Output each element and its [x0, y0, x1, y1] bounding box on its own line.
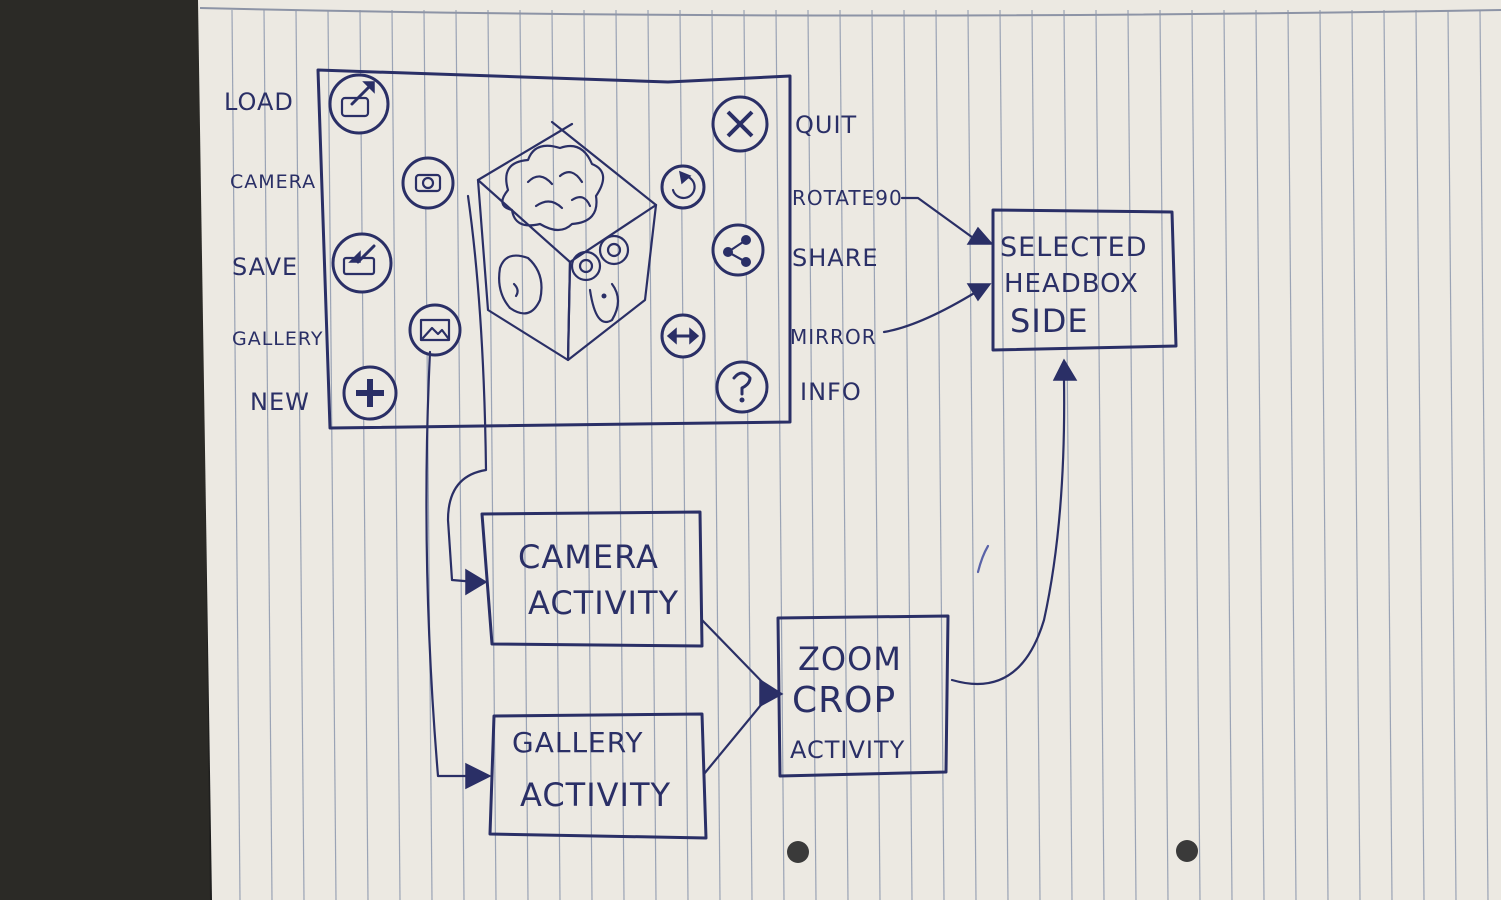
camera-activity-line-1: CAMERA — [518, 538, 659, 576]
ruled-line — [1191, 9, 1201, 900]
mirror-icon[interactable] — [660, 313, 706, 359]
ruled-line — [391, 9, 401, 900]
connector-camera-to-camera-activity — [446, 194, 488, 584]
ruled-line — [1095, 9, 1105, 900]
selected-side-line-2: HEADBOX — [1004, 269, 1139, 299]
ruled-line — [487, 9, 497, 900]
ruled-line — [1479, 9, 1489, 900]
pen-stroke-mark — [976, 544, 990, 574]
ruled-line — [1319, 9, 1329, 900]
ruled-line — [935, 9, 945, 900]
ruled-line — [1351, 9, 1361, 900]
app-screen-mockup — [316, 68, 792, 430]
info-icon[interactable] — [715, 360, 769, 414]
ruled-line — [1127, 9, 1137, 900]
label-mirror: MIRROR — [790, 325, 877, 349]
gallery-activity-line-2: ACTIVITY — [520, 776, 671, 814]
connector-gallery-to-gallery-activity — [425, 350, 478, 778]
ruled-line — [1415, 9, 1425, 900]
ruled-line — [327, 9, 337, 900]
ruled-line — [295, 9, 305, 900]
ruled-line — [967, 9, 977, 900]
ruled-lines — [231, 9, 1489, 900]
label-share: SHARE — [792, 244, 879, 272]
camera-activity-box: CAMERA ACTIVITY — [480, 510, 704, 648]
ruled-line — [583, 9, 593, 900]
selected-side-line-1: SELECTED — [1000, 232, 1148, 263]
ruled-line — [807, 9, 817, 900]
ruled-line — [1063, 9, 1073, 900]
ruled-line — [359, 9, 369, 900]
connector-rotate-to-selected-side — [900, 196, 978, 242]
arrowhead — [966, 226, 994, 245]
label-info: INFO — [800, 378, 862, 406]
ruled-line — [1031, 9, 1041, 900]
zoom-crop-line-1: ZOOM — [798, 640, 902, 678]
ruled-line — [679, 9, 689, 900]
save-icon[interactable] — [331, 232, 393, 294]
ruled-line — [263, 9, 273, 900]
ruled-line — [551, 9, 561, 900]
punch-hole — [1176, 840, 1198, 862]
arrowhead — [1052, 358, 1078, 381]
ruled-line — [647, 9, 657, 900]
ruled-line — [615, 9, 625, 900]
ruled-line — [1447, 9, 1457, 900]
gallery-activity-box: GALLERY ACTIVITY — [488, 712, 708, 840]
label-gallery: GALLERY — [232, 328, 324, 350]
zoom-crop-activity-box: ZOOM CROP ACTIVITY — [776, 614, 950, 778]
connector-gallery-activity-to-zoom — [702, 692, 772, 776]
arrowhead — [465, 762, 492, 790]
headbox-cube-drawing — [476, 120, 658, 362]
ruled-line — [231, 9, 241, 900]
ruled-line — [743, 9, 753, 900]
label-camera: CAMERA — [230, 171, 316, 193]
ruled-line — [1255, 9, 1265, 900]
share-icon[interactable] — [711, 223, 765, 277]
zoom-crop-line-2: CROP — [792, 680, 896, 721]
ruled-line — [775, 9, 785, 900]
camera-activity-line-2: ACTIVITY — [528, 584, 679, 622]
label-quit: QUIT — [795, 111, 857, 139]
ruled-line — [1223, 9, 1233, 900]
label-rotate90: ROTATE90 — [792, 186, 903, 210]
load-icon[interactable] — [328, 73, 390, 135]
new-icon[interactable] — [342, 365, 398, 421]
arrowhead — [759, 678, 784, 708]
ruled-line — [1159, 9, 1169, 900]
ruled-line — [711, 9, 721, 900]
ruled-line — [839, 9, 849, 900]
desk-shadow — [0, 0, 210, 900]
connector-mirror-to-selected-side — [882, 290, 978, 334]
punch-hole — [787, 841, 809, 863]
selected-headbox-side-box: SELECTED HEADBOX SIDE — [991, 208, 1178, 352]
ruled-line — [871, 9, 881, 900]
gallery-activity-line-1: GALLERY — [512, 726, 644, 759]
arrowhead — [966, 283, 992, 302]
connector-camera-activity-to-zoom — [700, 618, 772, 692]
ruled-line — [903, 9, 913, 900]
quit-icon[interactable] — [711, 95, 769, 153]
gallery-icon[interactable] — [408, 303, 462, 357]
ruled-line — [1287, 9, 1297, 900]
selected-side-line-3: SIDE — [1010, 302, 1089, 340]
ruled-line — [1383, 9, 1393, 900]
label-new: NEW — [250, 388, 310, 416]
rotate-icon[interactable] — [660, 164, 706, 210]
ruled-line — [455, 9, 465, 900]
zoom-crop-line-3: ACTIVITY — [790, 736, 905, 764]
arrowhead — [465, 568, 488, 596]
ruled-line — [999, 9, 1009, 900]
label-save: SAVE — [232, 253, 298, 281]
ruled-line — [519, 9, 529, 900]
connector-zoom-to-selected-side — [950, 378, 1066, 685]
label-load: LOAD — [224, 88, 294, 116]
camera-icon[interactable] — [401, 156, 455, 210]
paper-top-edge — [199, 7, 1501, 17]
